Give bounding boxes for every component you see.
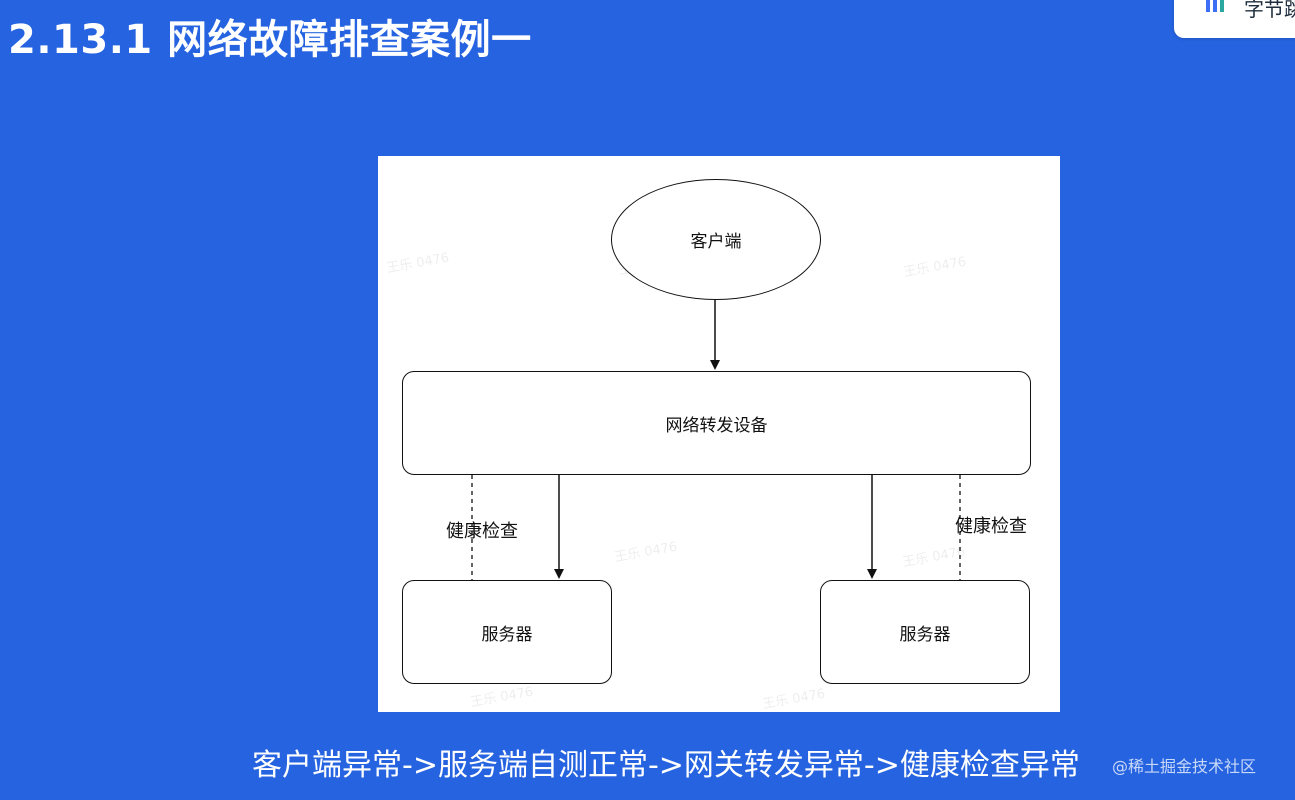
network-forwarding-device-node: 网络转发设备 (402, 371, 1031, 475)
client-label: 客户端 (690, 232, 742, 252)
diagram-connectors (471, 300, 961, 580)
diagram-panel: 王乐 0476 王乐 0476 王乐 0476 王乐 0476 王乐 0476 … (378, 156, 1060, 712)
slide-title: 2.13.1 网络故障排查案例一 (8, 17, 532, 63)
logo-text: 字节跳 (1244, 0, 1295, 21)
server-left-label: 服务器 (481, 624, 533, 645)
corner-watermark: @稀土掘金技术社区 (1112, 757, 1257, 776)
server-node-left: 服务器 (402, 580, 612, 684)
logo-bars-icon (1206, 0, 1224, 12)
troubleshooting-flow-caption: 客户端异常->服务端自测正常->网关转发异常->健康检查异常 (252, 748, 1080, 783)
health-check-label-left: 健康检查 (446, 521, 518, 542)
server-node-right: 服务器 (820, 580, 1030, 684)
client-node: 客户端 (611, 179, 821, 300)
device-label: 网络转发设备 (665, 415, 768, 436)
health-check-label-right: 健康检查 (955, 516, 1027, 537)
brand-logo: 字节跳 (1174, 0, 1295, 38)
server-right-label: 服务器 (899, 624, 951, 645)
